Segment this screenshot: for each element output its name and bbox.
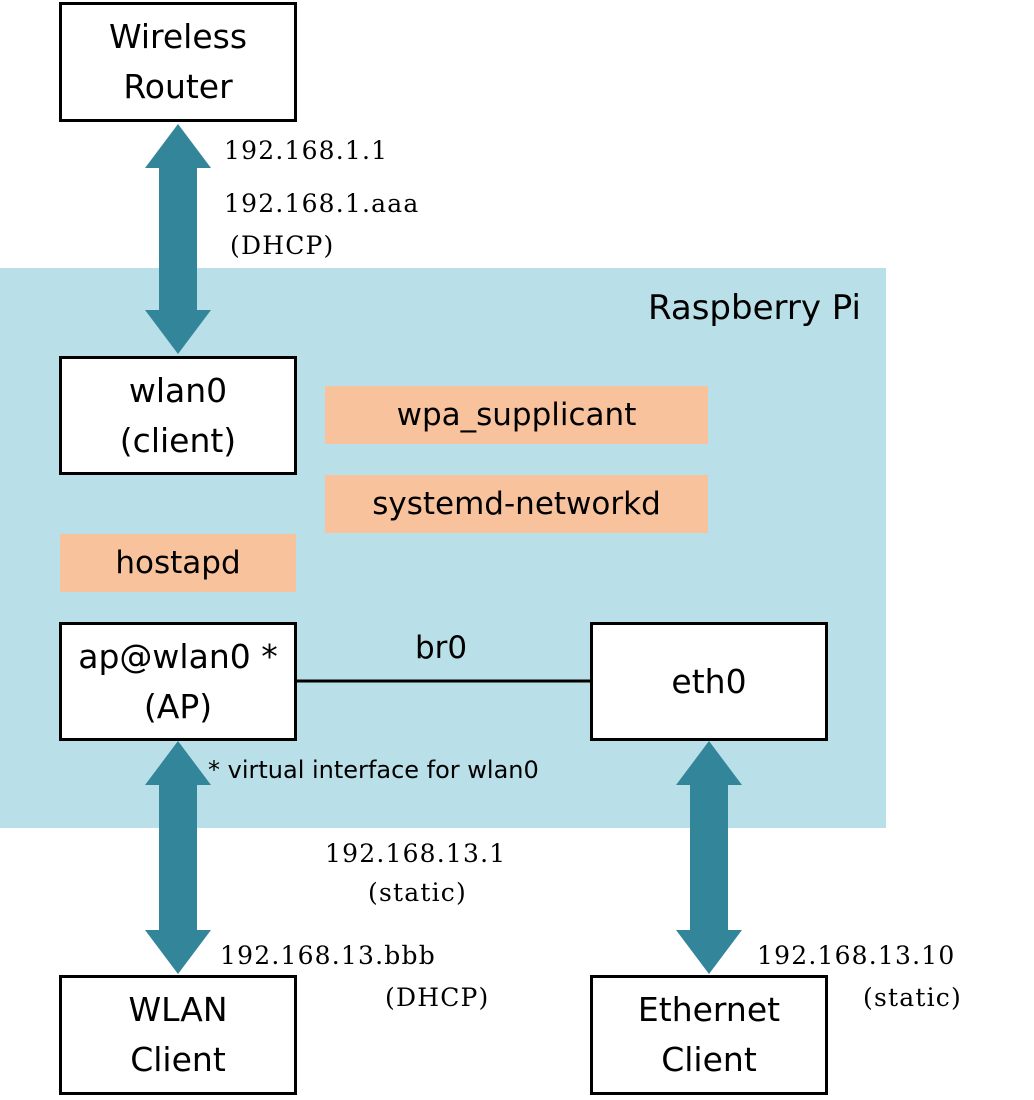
br0-label: br0 (415, 630, 468, 666)
wlan0-box: wlan0 (client) (59, 356, 297, 475)
wlan-client-mode: (DHCP) (385, 983, 490, 1012)
wlan0-line2: (client) (119, 420, 237, 460)
wlan0-line1: wlan0 (128, 370, 228, 410)
wlan-client-line2: Client (130, 1040, 226, 1079)
systemd-networkd-process: systemd-networkd (325, 475, 708, 533)
wireless-router-line2: Router (123, 67, 233, 106)
wlan-client-line1: WLAN (128, 990, 228, 1029)
ethernet-client-box: Ethernet Client (590, 975, 828, 1095)
wireless-router-box: Wireless Router (59, 2, 297, 122)
wpa-supplicant-process: wpa_supplicant (325, 386, 708, 444)
wlan-client-ip: 192.168.13.bbb (220, 941, 436, 970)
ap-mode: (static) (368, 878, 467, 907)
wlan-client-box: WLAN Client (59, 975, 297, 1095)
router-wlan0-arrow (145, 124, 211, 354)
ap-ip: 192.168.13.1 (325, 839, 507, 868)
ap-line1: ap@wlan0 * (78, 636, 278, 676)
ap-line2: (AP) (143, 686, 213, 726)
router-ip: 192.168.1.1 (224, 136, 389, 165)
ethernet-client-ip: 192.168.13.10 (757, 941, 956, 970)
ap-wlan-client-arrow (145, 741, 211, 974)
eth0-ethernet-client-arrow (676, 741, 742, 974)
virtual-interface-footnote: * virtual interface for wlan0 (208, 756, 539, 784)
hostapd-process: hostapd (60, 534, 296, 592)
ethernet-client-line1: Ethernet (637, 990, 781, 1029)
ethernet-client-mode: (static) (863, 983, 962, 1012)
ap-interface-box: ap@wlan0 * (AP) (59, 622, 297, 741)
wlan0-mode: (DHCP) (230, 231, 335, 260)
wlan0-ip: 192.168.1.aaa (224, 189, 420, 218)
eth0-box: eth0 (590, 622, 828, 741)
ethernet-client-line2: Client (661, 1040, 757, 1079)
raspberry-pi-label: Raspberry Pi (648, 288, 861, 328)
eth0-line1: eth0 (671, 661, 747, 701)
wireless-router-line1: Wireless (108, 17, 248, 56)
